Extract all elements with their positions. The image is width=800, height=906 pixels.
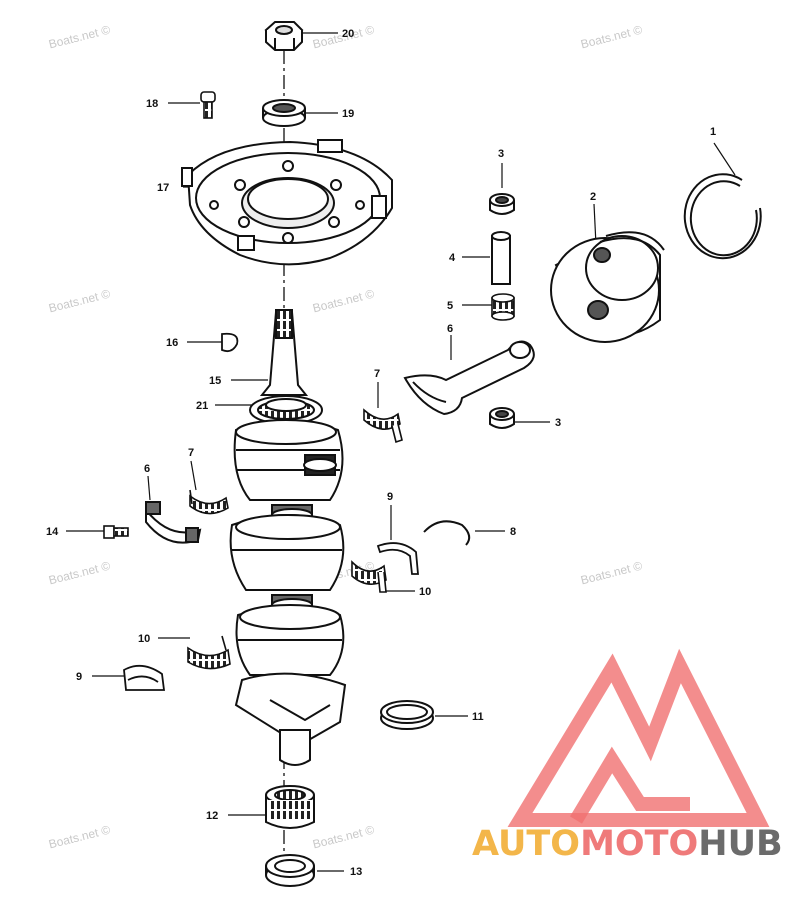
rod-bearing-half [363,408,403,444]
needle-bearing [491,293,515,321]
wrist-pin [491,231,511,285]
callout-6a: 6 [447,323,453,335]
piston-ring [683,173,762,260]
callout-5: 5 [447,300,453,312]
callout-10a: 10 [419,586,431,598]
main-bearing-cage [351,560,387,593]
callout-7b: 7 [188,447,194,459]
rod-cap [145,501,202,544]
callout-8: 8 [510,526,516,538]
lower-ring [380,700,434,730]
rod-bearing-half-left [189,489,229,515]
callout-10b: 10 [138,633,150,645]
main-bearing-cage-left [187,635,231,670]
callout-18: 18 [146,98,158,110]
automotohub-logo-mark [507,648,770,827]
logo-moto: MOTO [580,824,699,864]
callout-15: 15 [209,375,221,387]
connecting-rod [403,340,535,416]
callout-3b: 3 [555,417,561,429]
seal [262,99,306,127]
rod-screw [103,525,129,539]
callout-2: 2 [590,191,596,203]
retainer-plate [181,139,393,266]
lower-bearing [265,785,315,829]
crankshaft [229,309,347,766]
piston [550,231,665,343]
main-bearing-half-left [123,664,166,691]
callout-20: 20 [342,28,354,40]
callout-3a: 3 [498,148,504,160]
bolt [200,91,216,119]
callout-13: 13 [350,866,362,878]
callout-11: 11 [472,711,484,723]
logo-auto: AUTO [472,824,581,864]
pin-retainer [489,193,515,215]
retaining-ring [423,520,471,546]
lower-seal [265,854,315,887]
woodruff-key [221,332,239,353]
leader-lines [66,32,736,872]
callout-9b: 9 [76,671,82,683]
callout-17: 17 [157,182,169,194]
callout-9a: 9 [387,491,393,503]
logo-hub: HUB [698,824,783,864]
callout-7a: 7 [374,368,380,380]
callout-21: 21 [196,400,208,412]
callout-1: 1 [710,126,716,138]
callout-labels: 20 18 19 17 1 3 2 4 5 6 3 16 15 21 7 6 7… [46,28,716,878]
hex-nut [264,21,304,51]
callout-16: 16 [166,337,178,349]
callout-6b: 6 [144,463,150,475]
callout-12: 12 [206,810,218,822]
callout-19: 19 [342,108,354,120]
automotohub-logo-text: AUTOMOTOHUB [472,824,783,864]
main-bearing-half [376,542,419,575]
pin-retainer-lower [489,407,515,429]
callout-4: 4 [449,252,456,264]
callout-14: 14 [46,526,59,538]
